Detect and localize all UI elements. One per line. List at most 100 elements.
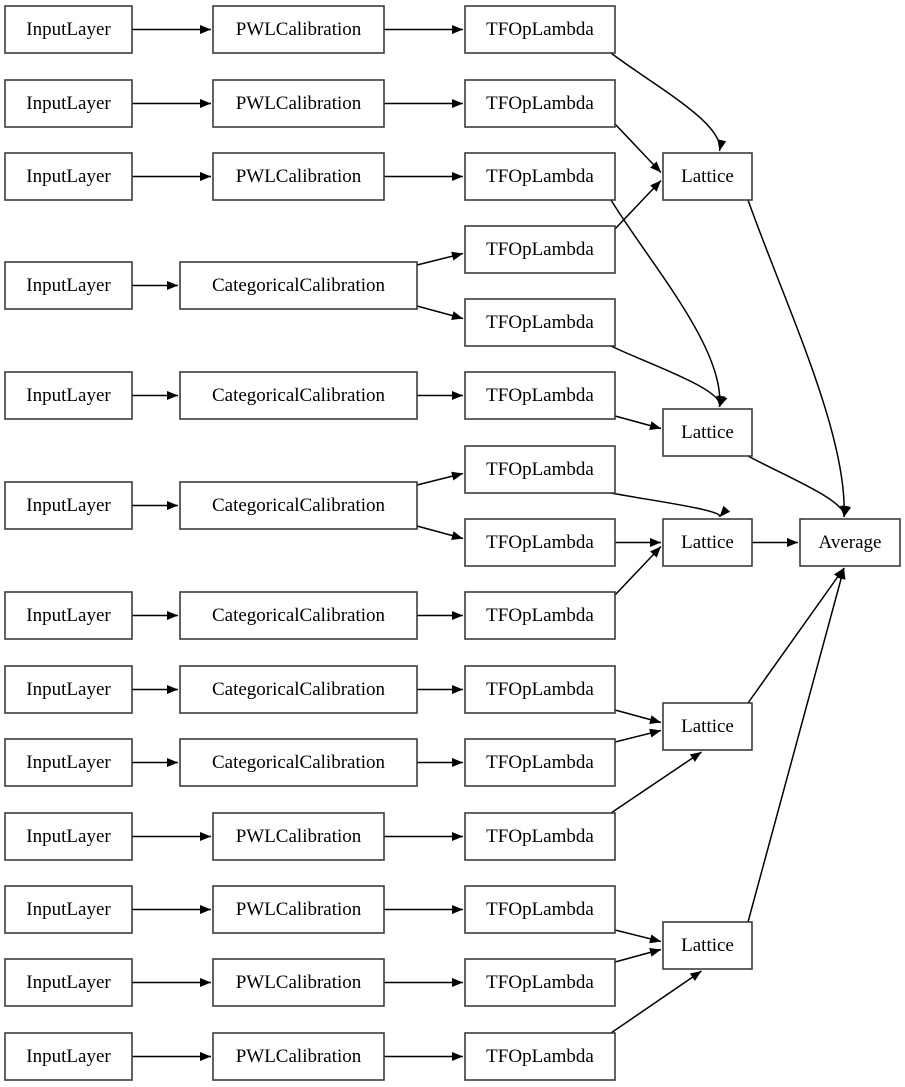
node-cal2[interactable]: PWLCalibration <box>212 79 385 128</box>
node-lat5[interactable]: Lattice <box>662 921 753 970</box>
node-in13[interactable]: InputLayer <box>4 1032 133 1081</box>
node-label-lat4: Lattice <box>681 716 734 737</box>
node-label-in1: InputLayer <box>26 19 111 40</box>
node-cal13[interactable]: PWLCalibration <box>212 1032 385 1081</box>
node-box-in6 <box>4 481 133 530</box>
node-label-tf4: TFOpLambda <box>486 239 594 260</box>
node-label-tf1: TFOpLambda <box>486 19 594 40</box>
node-lat2[interactable]: Lattice <box>662 408 753 457</box>
node-label-in7: InputLayer <box>26 605 111 626</box>
node-lat4[interactable]: Lattice <box>662 702 753 751</box>
node-tf12[interactable]: TFOpLambda <box>464 812 616 861</box>
node-box-lat1 <box>662 152 753 201</box>
node-in8[interactable]: InputLayer <box>4 665 133 714</box>
node-box-tf14 <box>464 958 616 1007</box>
node-label-tf5: TFOpLambda <box>486 312 594 333</box>
node-label-tf9: TFOpLambda <box>486 605 594 626</box>
node-box-cal8 <box>179 665 418 714</box>
node-layer: InputLayerInputLayerInputLayerInputLayer… <box>4 5 901 1081</box>
arrowhead-tf8-to-lat3 <box>650 538 661 547</box>
arrowhead-cal2-to-tf2 <box>452 99 463 108</box>
arrowhead-in12-to-cal12 <box>200 978 211 987</box>
node-tf1[interactable]: TFOpLambda <box>464 5 616 54</box>
node-in6[interactable]: InputLayer <box>4 481 133 530</box>
node-box-tf6 <box>464 371 616 420</box>
node-in10[interactable]: InputLayer <box>4 812 133 861</box>
arrowhead-in4-to-cal4 <box>167 281 178 290</box>
node-lat1[interactable]: Lattice <box>662 152 753 201</box>
node-box-in5 <box>4 371 133 420</box>
node-in5[interactable]: InputLayer <box>4 371 133 420</box>
node-tf6[interactable]: TFOpLambda <box>464 371 616 420</box>
node-label-tf13: TFOpLambda <box>486 899 594 920</box>
node-cal1[interactable]: PWLCalibration <box>212 5 385 54</box>
arrowhead-in10-to-cal10 <box>200 832 211 841</box>
arrowhead-in2-to-cal2 <box>200 99 211 108</box>
node-in3[interactable]: InputLayer <box>4 152 133 201</box>
node-tf14[interactable]: TFOpLambda <box>464 958 616 1007</box>
node-cal8[interactable]: CategoricalCalibration <box>179 665 418 714</box>
node-box-in1 <box>4 5 133 54</box>
arrowhead-cal5-to-tf6 <box>452 391 463 400</box>
node-box-cal2 <box>212 79 385 128</box>
node-cal9[interactable]: CategoricalCalibration <box>179 738 418 787</box>
node-in1[interactable]: InputLayer <box>4 5 133 54</box>
node-tf7[interactable]: TFOpLambda <box>464 445 616 494</box>
node-cal5[interactable]: CategoricalCalibration <box>179 371 418 420</box>
node-box-tf9 <box>464 591 616 640</box>
node-label-in12: InputLayer <box>26 972 111 993</box>
node-box-tf3 <box>464 152 616 201</box>
node-tf9[interactable]: TFOpLambda <box>464 591 616 640</box>
arrowhead-in3-to-cal3 <box>200 172 211 181</box>
node-box-in3 <box>4 152 133 201</box>
node-box-tf4 <box>464 225 616 274</box>
arrowhead-cal7-to-tf9 <box>452 611 463 620</box>
edge-lat1-to-avg <box>747 199 845 518</box>
arrowhead-tf13-to-lat5 <box>649 934 661 944</box>
node-tf3[interactable]: TFOpLambda <box>464 152 616 201</box>
arrowhead-in6-to-cal6 <box>167 501 178 510</box>
node-tf8[interactable]: TFOpLambda <box>464 518 616 567</box>
node-cal6[interactable]: CategoricalCalibration <box>179 481 418 530</box>
arrowhead-in13-to-cal13 <box>200 1052 211 1061</box>
node-in12[interactable]: InputLayer <box>4 958 133 1007</box>
edge-layer <box>132 25 852 1061</box>
arrowhead-tf2-to-lat1 <box>650 161 661 173</box>
node-tf11[interactable]: TFOpLambda <box>464 738 616 787</box>
node-label-tf6: TFOpLambda <box>486 385 594 406</box>
arrowhead-tf6-to-lat2 <box>649 421 661 430</box>
node-tf15[interactable]: TFOpLambda <box>464 1032 616 1081</box>
node-in11[interactable]: InputLayer <box>4 885 133 934</box>
node-box-tf10 <box>464 665 616 714</box>
node-cal11[interactable]: PWLCalibration <box>212 885 385 934</box>
node-cal3[interactable]: PWLCalibration <box>212 152 385 201</box>
node-tf5[interactable]: TFOpLambda <box>464 298 616 347</box>
node-cal10[interactable]: PWLCalibration <box>212 812 385 861</box>
node-in2[interactable]: InputLayer <box>4 79 133 128</box>
node-cal12[interactable]: PWLCalibration <box>212 958 385 1007</box>
node-label-tf7: TFOpLambda <box>486 459 594 480</box>
node-tf13[interactable]: TFOpLambda <box>464 885 616 934</box>
node-box-in2 <box>4 79 133 128</box>
node-label-lat2: Lattice <box>681 422 734 443</box>
arrowhead-tf11-to-lat4 <box>649 728 661 738</box>
node-label-lat1: Lattice <box>681 166 734 187</box>
node-in4[interactable]: InputLayer <box>4 261 133 310</box>
node-cal7[interactable]: CategoricalCalibration <box>179 591 418 640</box>
arrowhead-tf14-to-lat5 <box>649 948 661 957</box>
arrowhead-cal11-to-tf13 <box>452 905 463 914</box>
node-avg[interactable]: Average <box>799 518 901 567</box>
arrowhead-cal6-to-tf7 <box>451 471 463 481</box>
edge-lat4-to-avg <box>747 567 845 704</box>
node-cal4[interactable]: CategoricalCalibration <box>179 261 418 310</box>
node-label-cal12: PWLCalibration <box>236 972 362 993</box>
node-lat3[interactable]: Lattice <box>662 518 753 567</box>
node-label-cal8: CategoricalCalibration <box>212 679 386 700</box>
node-in9[interactable]: InputLayer <box>4 738 133 787</box>
node-box-cal7 <box>179 591 418 640</box>
node-tf2[interactable]: TFOpLambda <box>464 79 616 128</box>
edge-tf15-to-lat5 <box>610 970 702 1034</box>
node-in7[interactable]: InputLayer <box>4 591 133 640</box>
node-tf4[interactable]: TFOpLambda <box>464 225 616 274</box>
node-tf10[interactable]: TFOpLambda <box>464 665 616 714</box>
